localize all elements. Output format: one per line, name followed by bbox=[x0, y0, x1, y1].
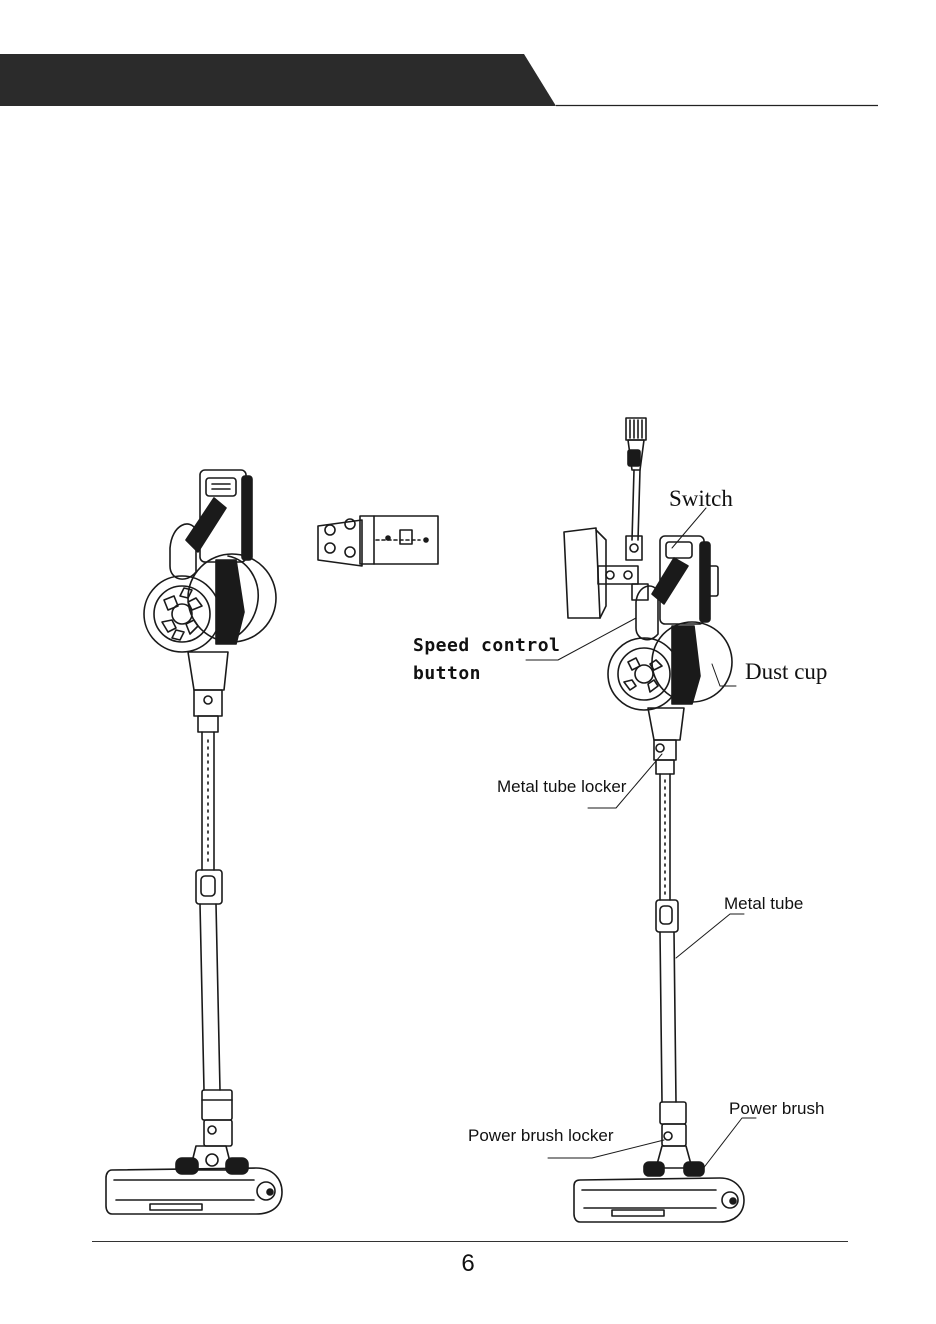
metal-tube-leader bbox=[676, 914, 744, 958]
label-metal-tube-locker: Metal tube locker bbox=[497, 777, 626, 797]
label-power-brush: Power brush bbox=[729, 1099, 824, 1119]
label-switch: Switch bbox=[669, 486, 733, 512]
right-vacuum-drawing bbox=[564, 418, 744, 1222]
label-speed-control-line1: Speed control bbox=[413, 632, 560, 660]
leader-lines bbox=[526, 508, 756, 1170]
label-power-brush-locker: Power brush locker bbox=[468, 1126, 614, 1146]
footer-rule bbox=[92, 1241, 848, 1242]
power-brush-leader bbox=[702, 1118, 756, 1170]
left-vacuum-drawing bbox=[106, 470, 282, 1214]
page-number: 6 bbox=[0, 1250, 936, 1278]
label-speed-control-line2: button bbox=[413, 660, 481, 688]
label-metal-tube: Metal tube bbox=[724, 894, 803, 914]
label-dust-cup: Dust cup bbox=[745, 659, 827, 685]
wall-bracket-drawing bbox=[318, 516, 438, 566]
